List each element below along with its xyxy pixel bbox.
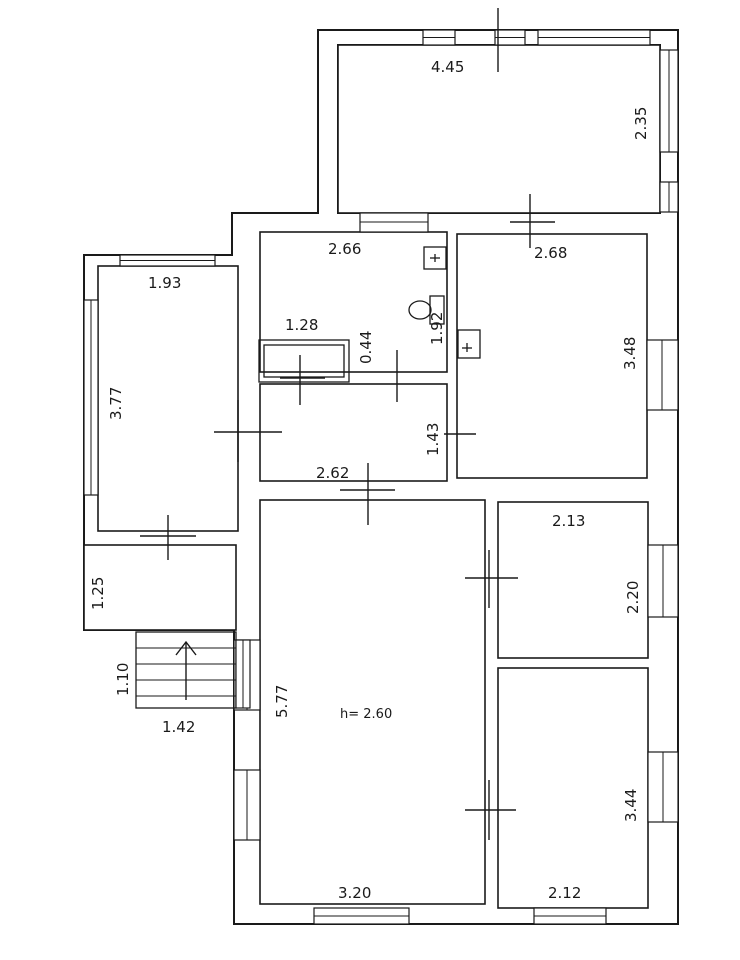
label-small-room-height: 2.20 [624, 581, 642, 614]
room-vestibule [83, 544, 237, 631]
label-living-height: 5.77 [273, 685, 291, 718]
windows [83, 29, 679, 925]
label-bathroom-width: 2.66 [328, 240, 361, 258]
label-top-room-width: 4.45 [431, 58, 464, 76]
label-small-room-width: 2.13 [552, 512, 585, 530]
room-hall [259, 383, 448, 482]
label-top-room-height: 2.35 [632, 107, 650, 140]
label-bottom-right-height: 3.44 [622, 789, 640, 822]
label-porch-width: 1.42 [162, 718, 195, 736]
label-bottom-right-width: 2.12 [548, 884, 581, 902]
label-left-room-height: 3.77 [107, 387, 125, 420]
room-living [259, 499, 486, 905]
room-right [456, 233, 648, 479]
bathtub [258, 339, 350, 383]
label-bathroom-height: 1.92 [428, 312, 446, 345]
rooms [83, 44, 661, 909]
sink-top [423, 246, 447, 270]
label-ceiling-height: h= 2.60 [340, 707, 392, 722]
dimension-labels: 4.45 2.35 2.66 1.92 1.28 0.44 2.68 3.48 … [89, 58, 650, 902]
label-right-room-height: 3.48 [621, 337, 639, 370]
label-bathtub-height: 0.44 [357, 331, 375, 364]
doors [140, 8, 555, 840]
label-vestibule-height: 1.25 [89, 577, 107, 610]
label-bathtub-width: 1.28 [285, 316, 318, 334]
sink-right [457, 329, 481, 359]
room-bottom-right [497, 667, 649, 909]
toilet-bowl [408, 300, 432, 320]
toilet-tank [429, 295, 445, 325]
label-living-width: 3.20 [338, 884, 371, 902]
room-small [497, 501, 649, 659]
label-hall-height: 1.43 [424, 423, 442, 456]
label-porch-height: 1.10 [114, 663, 132, 696]
label-hall-width: 2.62 [316, 464, 349, 482]
room-top [337, 44, 661, 214]
bathroom-fixtures [408, 246, 481, 359]
label-right-room-width: 2.68 [534, 244, 567, 262]
porch-steps [135, 631, 251, 709]
label-left-room-width: 1.93 [148, 274, 181, 292]
